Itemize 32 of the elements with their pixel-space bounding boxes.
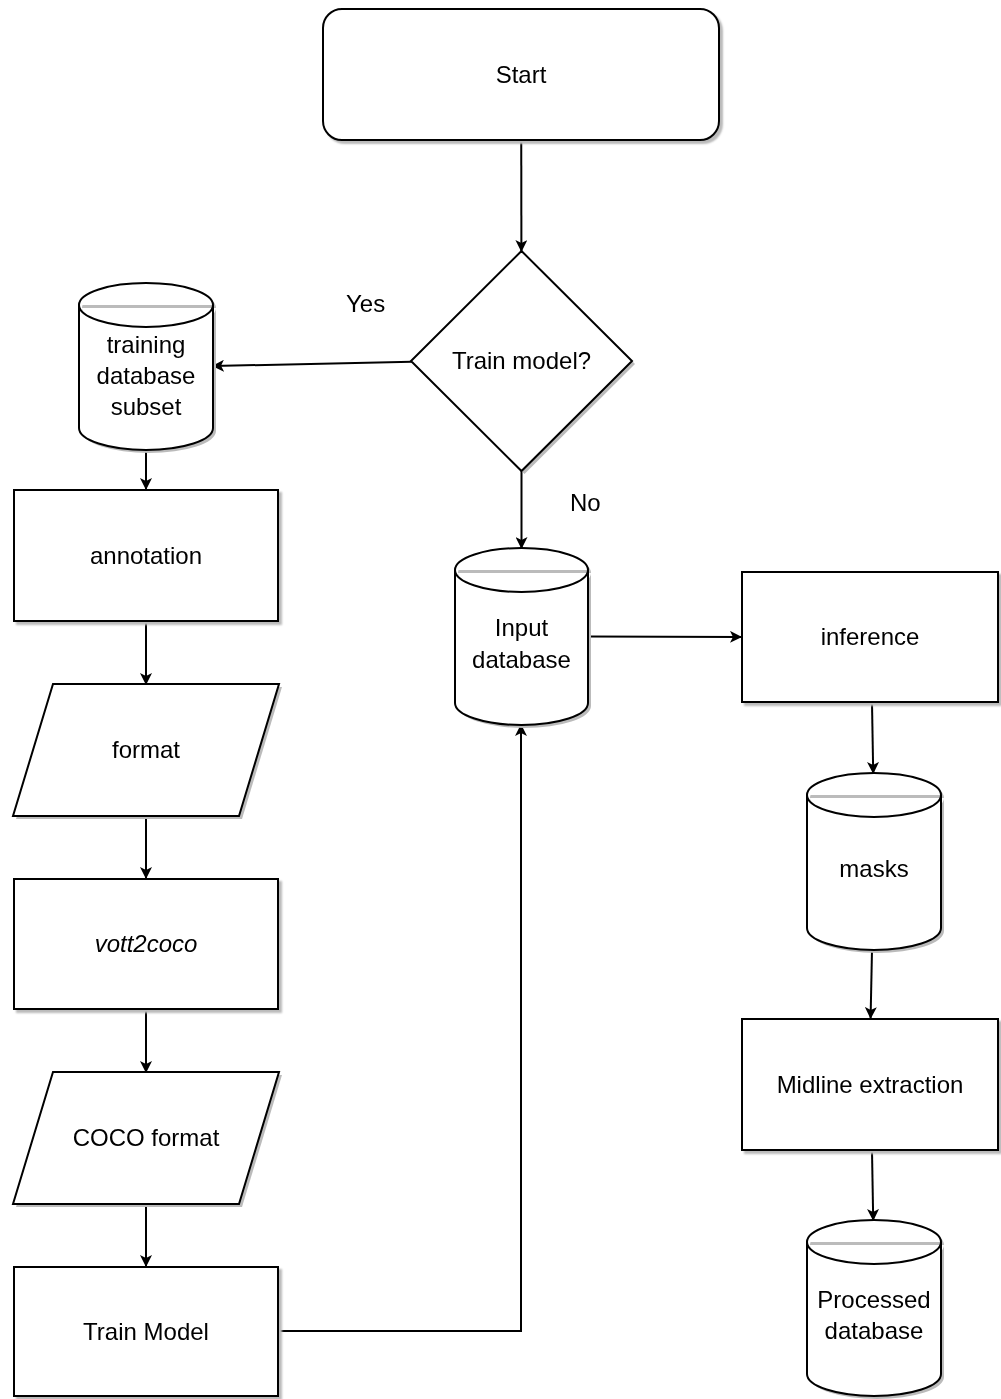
node-label: annotation [89,540,203,571]
start-terminal [322,8,720,141]
node-label: inference [820,622,920,653]
node-label: training database subset [95,329,197,423]
node-label: COCO format [72,1123,220,1154]
arrow [867,702,879,774]
node-label: Start [495,59,547,90]
data-parallelogram [13,1072,279,1204]
node-label: Midline extraction [776,1069,964,1100]
data-parallelogram [13,684,279,816]
arrow [515,470,528,549]
node-label: format [112,735,180,766]
arrow [140,621,152,685]
arrow [140,1009,152,1073]
database-cylinder [455,548,588,725]
process-box [741,571,999,703]
process-box [741,1018,999,1151]
node-label: Train Model [83,1316,209,1347]
node-label: Train model? [451,346,592,377]
database-cylinder [807,1220,941,1396]
process-box [13,878,279,1010]
process-box [13,489,279,622]
node-label: vott2coco [94,929,198,960]
arrow [515,140,528,253]
process-box [13,1266,279,1397]
decision-diamond [411,251,632,471]
database-cylinder [807,773,941,950]
node-label: masks [839,853,909,884]
database-cylinder [79,283,213,450]
arrow [867,1150,879,1221]
node-label: Input database [471,613,572,675]
node-label: Processed database [816,1284,932,1346]
